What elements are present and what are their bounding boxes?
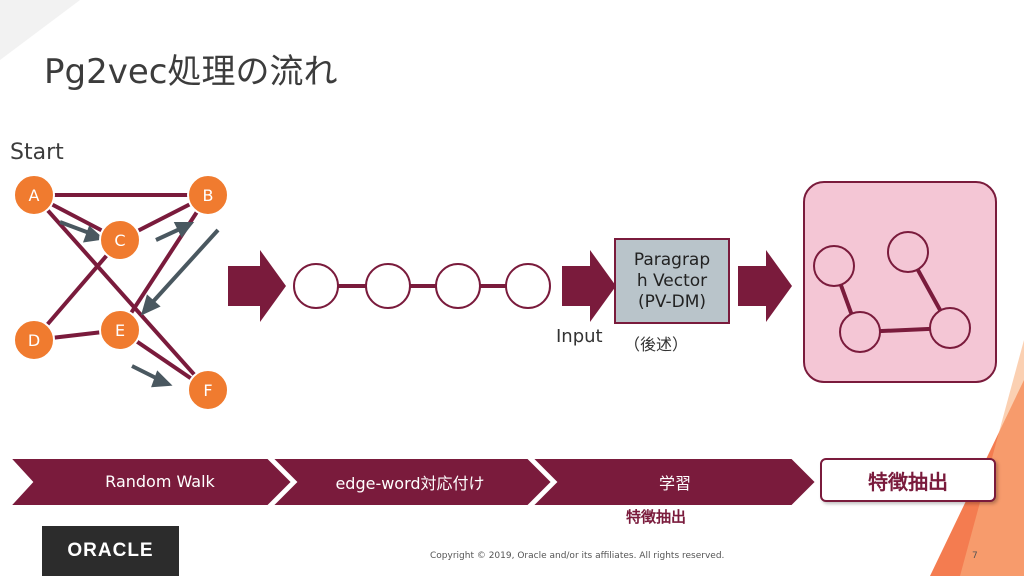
walk-arrow-1-head: [82, 225, 105, 243]
output-graph-panel: [803, 181, 997, 383]
block-arrow-3: [738, 250, 792, 322]
edge-d-c: [32, 238, 122, 342]
node-e-label: E: [115, 321, 125, 340]
copyright-text: Copyright © 2019, Oracle and/or its affi…: [430, 551, 725, 561]
node-c: [99, 219, 141, 261]
walk-arrow-3: [148, 228, 220, 307]
node-b: [187, 174, 229, 216]
node-c-label: C: [114, 231, 125, 250]
walk-arrow-2-head: [173, 222, 195, 238]
node-f: [187, 369, 229, 411]
page-title: Pg2vec処理の流れ: [44, 52, 338, 92]
node-f-label: F: [203, 381, 212, 400]
edge-a-f: [32, 193, 210, 392]
step-learning: [529, 457, 818, 507]
block-arrow-1: [228, 250, 286, 322]
note-label: （後述）: [624, 335, 689, 354]
step-random-walk: [7, 457, 294, 507]
node-d: [13, 319, 55, 361]
out-node-2: [887, 231, 929, 273]
sub-note: 特徴抽出: [626, 508, 687, 526]
paragraph-vector-label: Paragrap h Vector (PV-DM): [633, 249, 711, 312]
random-walk-graph: A B C D E F: [13, 174, 229, 411]
block-arrow-2: [562, 250, 616, 322]
step-label-random-walk: Random Walk: [105, 472, 215, 491]
sequence-node-4: [505, 263, 551, 309]
step-edge-word: [269, 457, 554, 507]
step-label-learning: 学習: [658, 474, 691, 493]
node-a: [13, 174, 55, 216]
page-number: 7: [972, 551, 978, 561]
edge-b-e: [118, 193, 210, 332]
out-node-3: [839, 311, 881, 353]
sequence-node-1: [293, 263, 339, 309]
walk-arrow-3-head: [140, 294, 161, 316]
start-label: Start: [10, 140, 64, 165]
pipeline-arrows: [228, 250, 792, 322]
input-label: Input: [556, 326, 603, 347]
final-step-label: 特徴抽出: [868, 469, 948, 494]
top-left-triangle: [0, 0, 80, 60]
paragraph-vector-box: Paragrap h Vector (PV-DM): [614, 238, 730, 324]
node-e: [99, 309, 141, 351]
out-node-4: [929, 307, 971, 349]
walk-arrow-2: [155, 226, 183, 242]
node-d-label: D: [28, 331, 40, 350]
out-node-1: [813, 245, 855, 287]
oracle-logo-text: ORACLE: [67, 540, 154, 561]
walk-arrow-4-head: [151, 370, 173, 388]
walk-arrow-1: [59, 220, 93, 236]
node-b-label: B: [203, 186, 214, 205]
sequence-node-3: [435, 263, 481, 309]
process-chevrons: [7, 457, 818, 507]
sequence-node-2: [365, 263, 411, 309]
step-label-edge-word: edge-word対応付け: [335, 474, 485, 493]
final-step-box: 特徴抽出: [820, 458, 996, 502]
node-a-label: A: [29, 186, 40, 205]
oracle-logo: ORACLE: [42, 526, 179, 576]
